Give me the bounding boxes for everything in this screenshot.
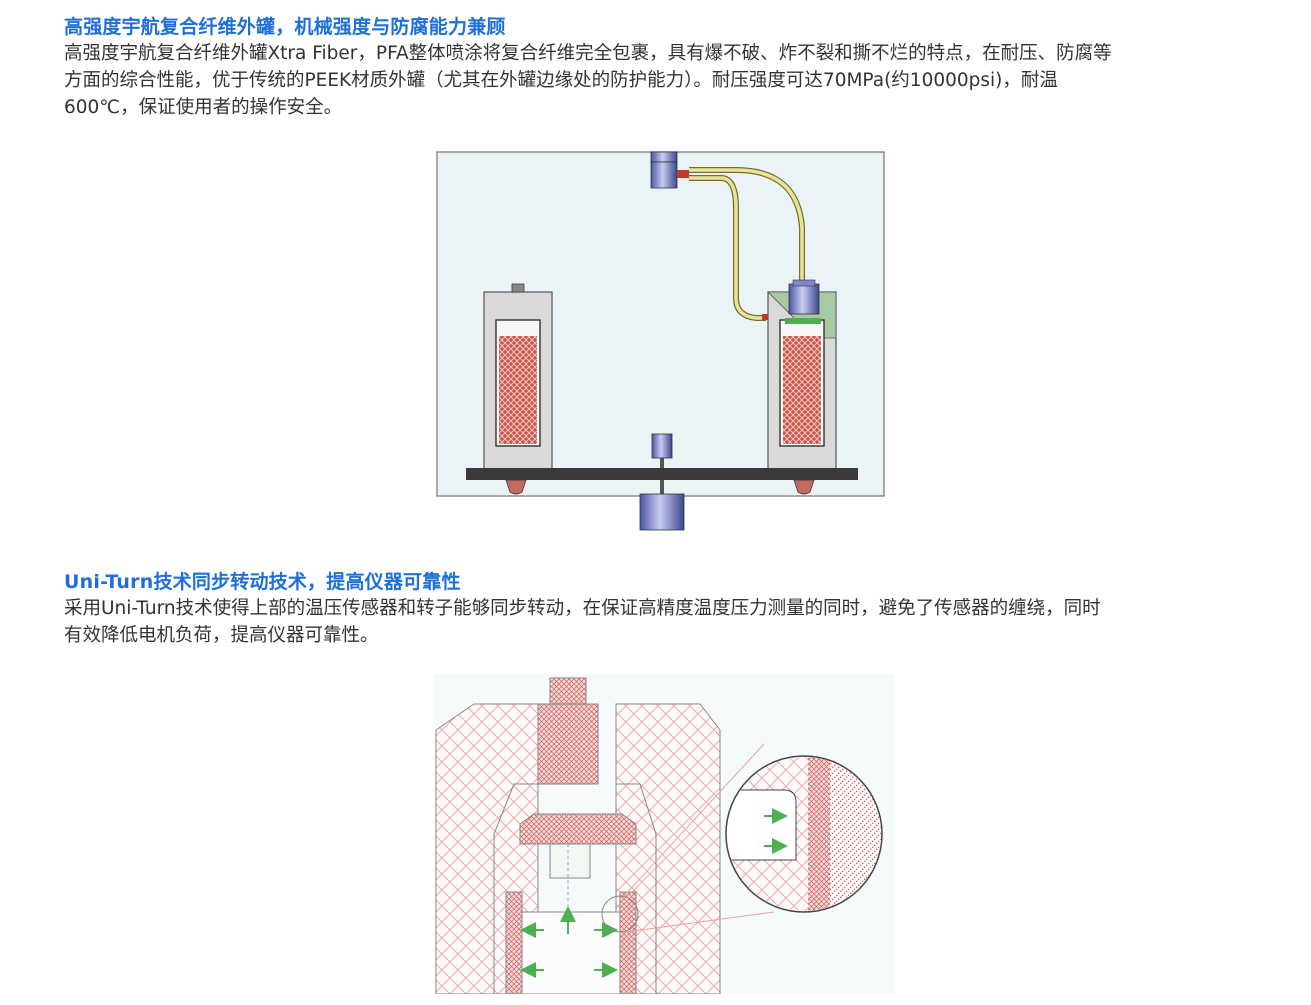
paragraph-line: 有效降低电机负荷，提高仪器可靠性。 — [64, 625, 379, 646]
section-heading: 高强度宇航复合纤维外罐，机械强度与防腐能力兼顾 — [64, 16, 506, 38]
vessel-sensor-diagram — [436, 148, 888, 532]
paragraph-line: 高强度宇航复合纤维外罐Xtra Fiber，PFA整体喷涂将复合纤维完全包裹，具… — [64, 43, 1112, 64]
paragraph-line: 600℃，保证使用者的操作安全。 — [64, 97, 343, 118]
uni-turn-cross-section-diagram — [434, 674, 894, 994]
section-heading: Uni-Turn技术同步转动技术，提高仪器可靠性 — [64, 571, 461, 593]
section-composite-fiber-vessel: 高强度宇航复合纤维外罐，机械强度与防腐能力兼顾 高强度宇航复合纤维外罐Xtra … — [64, 14, 1264, 121]
paragraph-line: 采用Uni-Turn技术使得上部的温压传感器和转子能够同步转动，在保证高精度温度… — [64, 598, 1101, 619]
paragraph-line: 方面的综合性能，优于传统的PEEK材质外罐（尤其在外罐边缘处的防护能力）。耐压强… — [64, 70, 1058, 91]
vessel-sensor-illustration — [436, 151, 885, 531]
cross-section-illustration — [434, 674, 894, 994]
section-uni-turn: Uni-Turn技术同步转动技术，提高仪器可靠性 采用Uni-Turn技术使得上… — [64, 569, 1264, 649]
